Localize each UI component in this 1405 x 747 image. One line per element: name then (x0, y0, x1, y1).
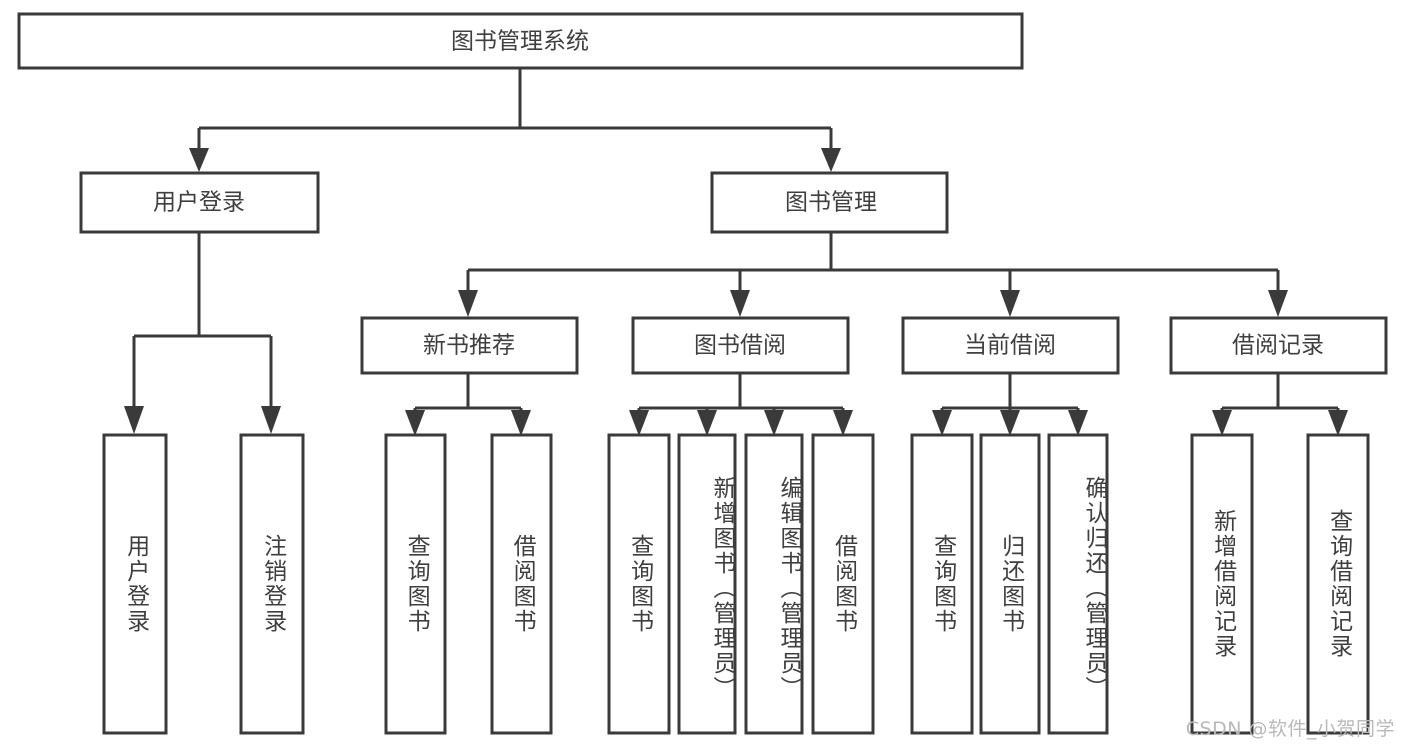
node-leaf-edit-book-box[interactable] (744, 433, 804, 735)
node-leaf-user-login-box[interactable] (102, 433, 168, 735)
node-layer: 图书管理系统 用户登录 图书管理 新书推荐 图书借阅 当前借阅 借阅记录 (17, 12, 1388, 735)
arrow-head-leaf-add-record (1212, 410, 1232, 436)
arrow-head-leaf-query-book-2 (629, 410, 649, 436)
node-root-label: 图书管理系统 (451, 29, 589, 55)
arrow-head-leaf-user-login (124, 406, 144, 434)
node-leaf-add-book-box[interactable] (677, 433, 737, 735)
node-user-login-label: 用户登录 (153, 190, 245, 216)
node-leaf-user-logout-box[interactable] (239, 433, 305, 735)
arrow-head-leaf-query-book-1 (405, 410, 425, 436)
arrow-head-leaf-user-logout (261, 406, 281, 434)
arrow-head-book-borrow (730, 290, 750, 317)
node-user-login-box[interactable] (79, 171, 320, 234)
node-borrow-record-label: 借阅记录 (1232, 333, 1324, 359)
node-borrow-record-box[interactable] (1169, 316, 1388, 375)
node-leaf-add-record-box[interactable] (1190, 433, 1254, 735)
node-leaf-query-book-1-box[interactable] (384, 433, 447, 735)
connector-layer (124, 68, 1348, 436)
arrow-head-leaf-add-book (697, 410, 717, 436)
arrow-head-leaf-query-book-3 (932, 410, 952, 436)
node-leaf-query-book-2-box[interactable] (607, 433, 671, 735)
node-current-borrow-box[interactable] (901, 316, 1120, 375)
node-book-manage-box[interactable] (710, 171, 949, 234)
arrow-head-current-borrow (1000, 290, 1020, 317)
arrow-head-user-login (189, 148, 209, 172)
arrow-head-leaf-edit-book (764, 410, 784, 436)
node-book-borrow-label: 图书借阅 (694, 333, 786, 359)
node-leaf-query-record-box[interactable] (1306, 433, 1370, 735)
arrow-head-book-manage (821, 148, 841, 172)
node-leaf-confirm-return-box[interactable] (1047, 433, 1109, 735)
node-root-box[interactable] (17, 12, 1024, 70)
node-book-manage-label: 图书管理 (785, 190, 877, 216)
node-leaf-borrow-book-2-box[interactable] (811, 433, 875, 735)
node-leaf-query-book-3-box[interactable] (910, 433, 974, 735)
node-leaf-return-book-box[interactable] (979, 433, 1041, 735)
arrow-head-borrow-record (1268, 290, 1288, 317)
arrow-head-new-book-recommend (458, 290, 478, 317)
arrow-head-leaf-borrow-book-1 (511, 410, 531, 436)
node-new-book-recommend-label: 新书推荐 (423, 333, 515, 359)
csdn-watermark: CSDN @软件_小贺同学 (1185, 718, 1395, 740)
node-book-borrow-box[interactable] (631, 316, 850, 375)
node-new-book-recommend-box[interactable] (360, 316, 579, 375)
arrow-head-leaf-confirm-return (1068, 410, 1088, 436)
arrow-head-leaf-return-book (1000, 410, 1020, 436)
arrow-head-leaf-query-record (1328, 410, 1348, 436)
node-current-borrow-label: 当前借阅 (964, 333, 1056, 359)
node-leaf-borrow-book-1-box[interactable] (490, 433, 553, 735)
arrow-head-leaf-borrow-book-2 (833, 410, 853, 436)
